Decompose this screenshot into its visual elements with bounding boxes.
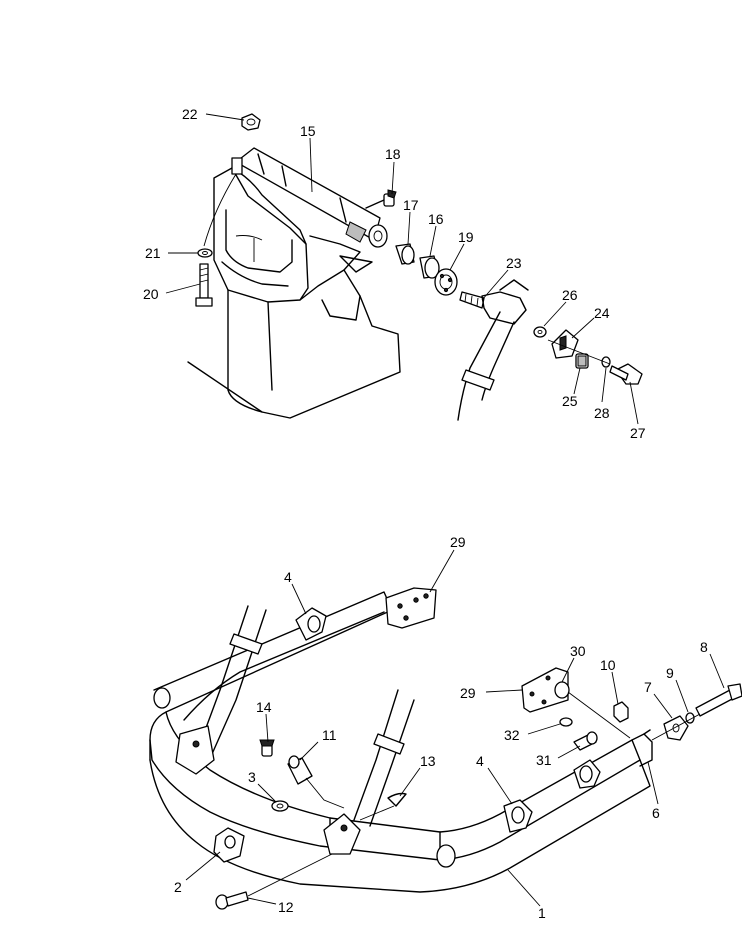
bracket-part-2 xyxy=(213,827,245,863)
control-rod-left xyxy=(175,605,267,775)
pin-part-11 xyxy=(287,755,313,785)
nut-part-22 xyxy=(241,113,261,131)
pivot-boss-bottom xyxy=(436,844,456,868)
pivot-boss-left xyxy=(153,687,171,709)
spacer-part-26 xyxy=(533,326,547,338)
bolt-part-20 xyxy=(195,263,213,307)
callout-10: 10 xyxy=(600,657,616,673)
callout-21: 21 xyxy=(145,245,161,261)
lever-part-23 xyxy=(457,279,529,421)
callout-9: 9 xyxy=(666,665,674,681)
callout-30: 30 xyxy=(570,643,586,659)
callout-4-lower: 4 xyxy=(476,753,484,769)
assembly-line-cotter xyxy=(359,805,395,821)
callout-14: 14 xyxy=(256,699,272,715)
washer-part-32 xyxy=(559,717,573,727)
bushing-part-16 xyxy=(419,255,440,279)
callout-16: 16 xyxy=(428,211,444,227)
fitting-part-25 xyxy=(575,353,589,369)
assembly-line-mount xyxy=(567,691,631,739)
top-assembly xyxy=(187,113,643,421)
washer-part-21 xyxy=(197,248,213,258)
clamp-part-24 xyxy=(551,329,579,359)
callout-23: 23 xyxy=(506,255,522,271)
block-part-10 xyxy=(613,701,629,723)
callout-15: 15 xyxy=(300,123,316,139)
washer-part-3 xyxy=(271,800,289,812)
callout-8: 8 xyxy=(700,639,708,655)
assembly-line-bolt-12 xyxy=(247,849,341,897)
bracket-plate-part-29-lower xyxy=(521,667,569,713)
callout-labels: 22 15 18 17 16 19 21 20 23 26 24 25 28 2… xyxy=(143,106,708,921)
callout-32: 32 xyxy=(504,727,520,743)
callout-29-upper: 29 xyxy=(450,534,466,550)
assembly-line-pin xyxy=(305,777,345,809)
assembly-line-clip xyxy=(651,713,701,741)
shaft-part-15 xyxy=(231,147,388,248)
callout-27: 27 xyxy=(630,425,646,441)
fitting-part-14 xyxy=(259,739,275,757)
callout-leaders xyxy=(165,113,725,907)
callout-29-lower: 29 xyxy=(460,685,476,701)
callout-20: 20 xyxy=(143,286,159,302)
callout-31: 31 xyxy=(536,752,552,768)
callout-17: 17 xyxy=(403,197,419,213)
pivot-boss-part-4-upper xyxy=(295,607,327,641)
assembly-line-clamp xyxy=(547,339,611,365)
callout-6: 6 xyxy=(652,805,660,821)
bolt-part-27 xyxy=(609,363,643,385)
callout-18: 18 xyxy=(385,146,401,162)
callout-4-upper: 4 xyxy=(284,569,292,585)
bracket-plate-part-29-upper xyxy=(385,587,437,629)
bolt-part-8 xyxy=(695,683,742,717)
callout-22: 22 xyxy=(182,106,198,122)
pivot-boss-right xyxy=(573,759,601,789)
control-rod-center xyxy=(323,689,415,855)
cotter-pin-part-13 xyxy=(387,792,407,807)
callout-3: 3 xyxy=(248,769,256,785)
callout-13: 13 xyxy=(420,753,436,769)
console-housing xyxy=(187,167,401,419)
callout-28: 28 xyxy=(594,405,610,421)
assembly-line-bolt xyxy=(203,173,237,247)
bolt-part-12 xyxy=(215,891,249,910)
callout-26: 26 xyxy=(562,287,578,303)
callout-19: 19 xyxy=(458,229,474,245)
callout-12: 12 xyxy=(278,899,294,915)
callout-7: 7 xyxy=(644,679,652,695)
callout-1: 1 xyxy=(538,905,546,921)
callout-11: 11 xyxy=(322,727,337,743)
pivot-boss-part-4-lower xyxy=(503,799,533,833)
mount-part-30 xyxy=(554,681,570,699)
bushing-part-17 xyxy=(395,243,415,265)
clip-part-7 xyxy=(663,715,689,741)
bearing-part-19 xyxy=(434,268,458,296)
bottom-assembly xyxy=(149,587,742,910)
callout-2: 2 xyxy=(174,879,182,895)
callout-25: 25 xyxy=(562,393,578,409)
callout-24: 24 xyxy=(594,305,610,321)
grease-fitting-part-18 xyxy=(365,189,397,209)
